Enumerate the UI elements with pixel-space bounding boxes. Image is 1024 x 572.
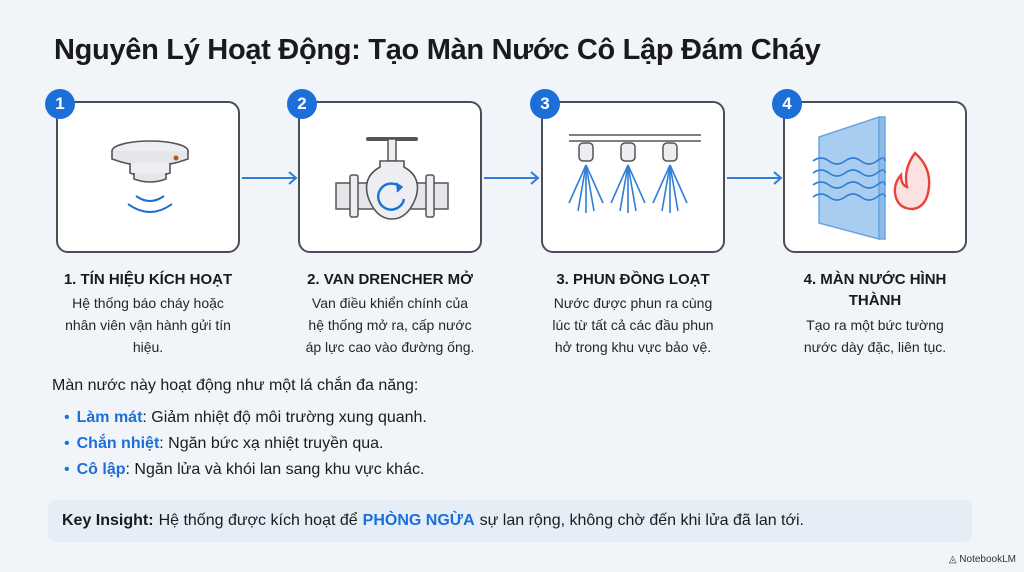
benefit-list: Làm mát: Giảm nhiệt độ môi trường xung q… bbox=[64, 405, 427, 483]
list-item: Làm mát: Giảm nhiệt độ môi trường xung q… bbox=[64, 405, 427, 431]
desc-line: hở trong khu vực bảo vệ. bbox=[554, 339, 712, 355]
brand-watermark: ◬ NotebookLM bbox=[949, 554, 1016, 565]
step-1-badge: 1 bbox=[45, 89, 75, 119]
arrow-right-icon bbox=[727, 171, 783, 185]
step-3-description: Nước được phun ra cùng lúc từ tất cả các… bbox=[513, 292, 753, 358]
desc-line: nhân viên vận hành gửi tín bbox=[65, 317, 231, 333]
bullet-term: Cô lập bbox=[76, 461, 126, 478]
arrow-right-icon bbox=[242, 171, 298, 185]
arrow-right-icon bbox=[484, 171, 540, 185]
brand-label: NotebookLM bbox=[959, 554, 1016, 565]
list-item: Cô lập: Ngăn lửa và khói lan sang khu vự… bbox=[64, 457, 427, 483]
step-2-description: Van điều khiển chính của hệ thống mở ra,… bbox=[270, 292, 510, 358]
desc-line: Tạo ra một bức tường bbox=[806, 317, 944, 333]
step-2-card bbox=[298, 101, 482, 253]
desc-line: hiệu. bbox=[132, 339, 164, 355]
step-3-badge: 3 bbox=[530, 89, 560, 119]
bullet-text: : Giảm nhiệt độ môi trường xung quanh. bbox=[142, 409, 427, 426]
desc-line: Hệ thống báo cháy hoặc bbox=[72, 295, 224, 311]
title-line: THÀNH bbox=[848, 292, 902, 309]
desc-line: lúc từ tất cả các đầu phun bbox=[552, 317, 714, 333]
insight-text: Hệ thống được kích hoạt để bbox=[158, 512, 358, 529]
step-3-title: 3. PHUN ĐỒNG LOẠT bbox=[556, 271, 710, 288]
desc-line: Nước được phun ra cùng bbox=[553, 295, 713, 311]
notebooklm-logo-icon: ◬ bbox=[948, 554, 960, 565]
bullet-term: Làm mát bbox=[76, 409, 143, 426]
step-2-badge: 2 bbox=[287, 89, 317, 119]
desc-line: nước dày đặc, liên tục. bbox=[803, 339, 947, 355]
bullet-term: Chắn nhiệt bbox=[76, 435, 160, 452]
title-line: 4. MÀN NƯỚC HÌNH bbox=[803, 271, 947, 288]
step-1-card bbox=[56, 101, 240, 253]
desc-line: áp lực cao vào đường ống. bbox=[305, 339, 475, 355]
step-4-card bbox=[783, 101, 967, 253]
desc-line: hệ thống mở ra, cấp nước bbox=[308, 317, 472, 333]
list-item: Chắn nhiệt: Ngăn bức xạ nhiệt truyền qua… bbox=[64, 431, 427, 457]
step-3-card bbox=[541, 101, 725, 253]
step-1-description: Hệ thống báo cháy hoặc nhân viên vận hàn… bbox=[28, 292, 268, 358]
page-title: Nguyên Lý Hoạt Động: Tạo Màn Nước Cô Lập… bbox=[54, 34, 821, 66]
step-2-title: 2. VAN DRENCHER MỞ bbox=[307, 271, 473, 288]
valve-icon bbox=[335, 137, 449, 220]
step-4-title: 4. MÀN NƯỚC HÌNH THÀNH bbox=[755, 269, 995, 311]
step-4-badge: 4 bbox=[772, 89, 802, 119]
insight-label: Key Insight: bbox=[62, 512, 154, 529]
smoke-detector-icon bbox=[111, 140, 189, 213]
water-curtain-fire-icon bbox=[812, 115, 931, 240]
desc-line: Van điều khiển chính của bbox=[311, 295, 469, 311]
insight-text: sự lan rộng, không chờ đến khi lửa đã la… bbox=[479, 512, 804, 529]
step-1-title: 1. TÍN HIỆU KÍCH HOẠT bbox=[63, 271, 233, 288]
step-4-description: Tạo ra một bức tường nước dày đặc, liên … bbox=[755, 314, 995, 358]
bullet-text: : Ngăn lửa và khói lan sang khu vực khác… bbox=[125, 461, 425, 478]
sprinkler-icon bbox=[568, 134, 701, 213]
key-insight-box: Key Insight: Hệ thống được kích hoạt để … bbox=[48, 500, 972, 542]
insight-highlight: PHÒNG NGỪA bbox=[362, 512, 475, 529]
bullet-text: : Ngăn bức xạ nhiệt truyền qua. bbox=[159, 435, 384, 452]
intro-text: Màn nước này hoạt động như một lá chắn đ… bbox=[52, 377, 419, 394]
